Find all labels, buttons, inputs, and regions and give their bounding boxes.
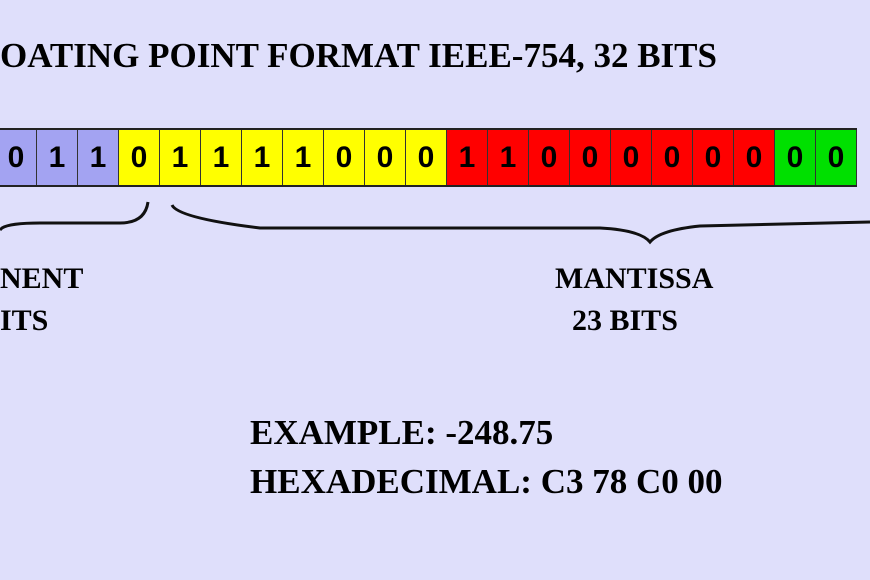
- bit-cell: 0: [734, 130, 775, 185]
- mantissa-bits-label: 23 BITS: [572, 304, 678, 337]
- bit-cell: 0: [0, 130, 37, 185]
- diagram-title: OATING POINT FORMAT IEEE-754, 32 BITS: [0, 36, 717, 75]
- bit-cell: 1: [78, 130, 119, 185]
- bit-cell: 0: [529, 130, 570, 185]
- bit-cell: 1: [37, 130, 78, 185]
- bit-cell: 1: [242, 130, 283, 185]
- bit-cell: 0: [365, 130, 406, 185]
- bit-cell: 1: [488, 130, 529, 185]
- exponent-brace: [0, 201, 150, 232]
- bit-cell: 0: [816, 130, 857, 185]
- braces: [0, 201, 870, 245]
- bit-cell: 0: [611, 130, 652, 185]
- hexadecimal-value: HEXADECIMAL: C3 78 C0 00: [250, 462, 723, 501]
- bit-cell: 1: [201, 130, 242, 185]
- mantissa-brace: [170, 204, 870, 245]
- mantissa-label: MANTISSA: [555, 262, 714, 295]
- exponent-label: NENT: [0, 262, 84, 295]
- example-value: EXAMPLE: -248.75: [250, 413, 554, 452]
- bit-cell: 0: [324, 130, 365, 185]
- bit-cell: 1: [283, 130, 324, 185]
- bit-cell: 0: [406, 130, 447, 185]
- bit-cell: 1: [160, 130, 201, 185]
- bit-cell: 0: [119, 130, 160, 185]
- bit-cell: 0: [693, 130, 734, 185]
- bit-cell: 1: [447, 130, 488, 185]
- bit-cell: 0: [775, 130, 816, 185]
- bit-cell: 0: [570, 130, 611, 185]
- bit-cell: 0: [652, 130, 693, 185]
- exponent-bits-label: ITS: [0, 304, 49, 337]
